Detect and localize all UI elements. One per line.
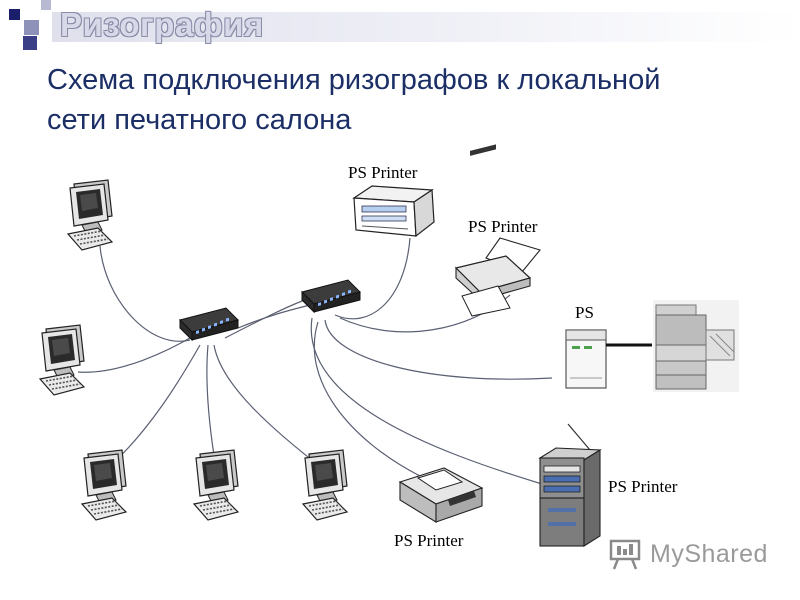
- computer-icon-3: [81, 449, 127, 521]
- label-ps-unit: PS: [575, 303, 594, 322]
- dotmatrix-printer-icon: [454, 144, 541, 317]
- computer-icon-5: [302, 449, 348, 521]
- watermark-text: MyShared: [650, 539, 768, 568]
- copier-icon: [538, 423, 602, 547]
- laser-printer-icon: [352, 185, 435, 238]
- ps-controller-icon: [565, 329, 607, 389]
- header-square-light: [24, 20, 39, 35]
- header-square-light-2: [41, 0, 51, 10]
- presentation-board-icon: [609, 539, 641, 570]
- header-square-dark: [9, 9, 20, 20]
- label-printer-bottom: PS Printer: [394, 531, 464, 550]
- watermark: MyShared: [608, 536, 768, 572]
- computer-icon-1: [67, 179, 113, 251]
- computer-icon-2: [39, 324, 85, 396]
- header-square-dark-2: [23, 36, 37, 50]
- desktop-printer-icon: [398, 467, 484, 523]
- header-bar: [52, 12, 800, 42]
- network-switch-icon-2: [301, 279, 361, 313]
- slide-title: Схема подключения ризографов к локальной…: [47, 64, 661, 136]
- computer-icon-4: [193, 449, 239, 521]
- risograph-icon: [653, 300, 739, 392]
- label-printer-right: PS Printer: [468, 217, 538, 236]
- label-printer-copier: PS Printer: [608, 477, 678, 496]
- section-title: Ризография: [60, 6, 264, 43]
- label-printer-top: PS Printer: [348, 163, 418, 182]
